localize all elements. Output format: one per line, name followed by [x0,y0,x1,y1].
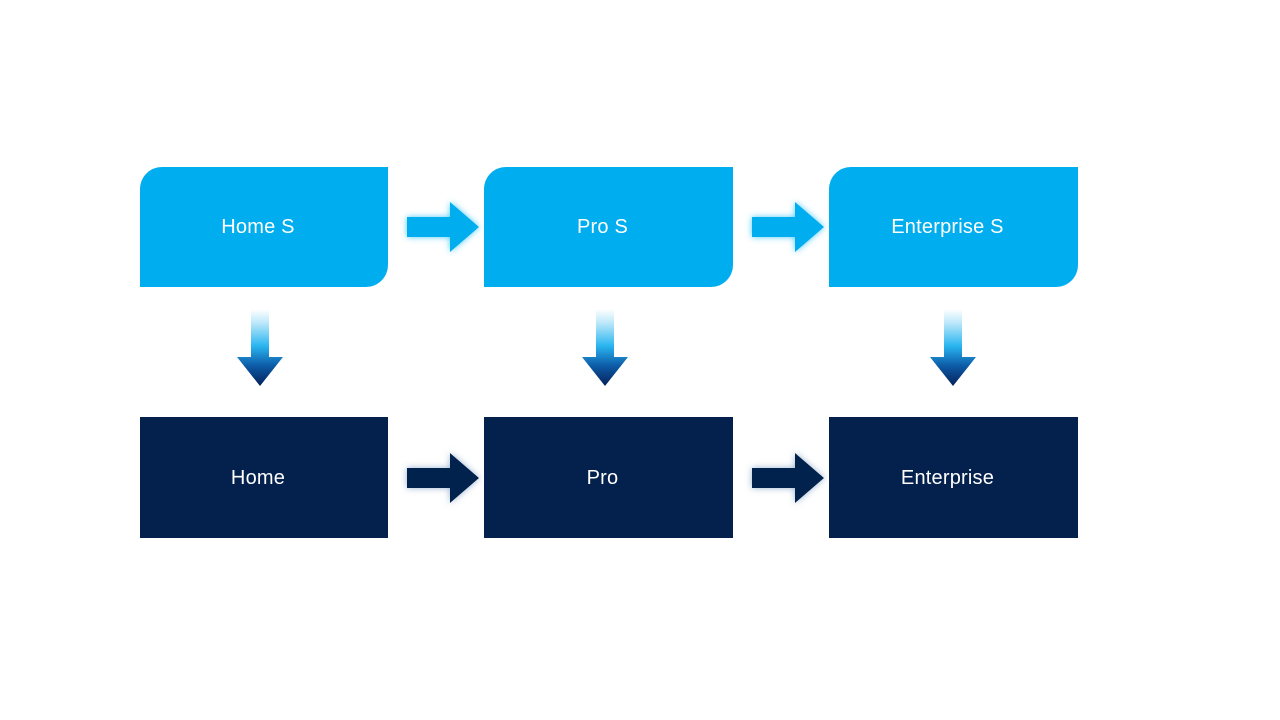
arrow-enterprise-s-to-enterprise [929,309,977,387]
node-label: Enterprise S [891,216,1004,238]
arrow-home-s-to-home [236,309,284,387]
node-enterprise-s[interactable]: Enterprise S [829,167,1078,287]
arrow-pro-s-to-enterprise-s [750,198,826,256]
arrow-pro-s-to-pro [581,309,629,387]
node-label: Pro [586,466,619,489]
node-pro-s[interactable]: Pro S [484,167,733,287]
node-pro[interactable]: Pro [484,417,733,538]
arrow-pro-to-enterprise [750,449,826,507]
node-label: Home S [221,216,295,238]
node-enterprise[interactable]: Enterprise [829,417,1078,538]
node-label: Enterprise [900,466,995,489]
node-home-s[interactable]: Home S [140,167,388,287]
arrow-home-to-pro [405,449,481,507]
node-label: Pro S [576,216,629,238]
node-label: Home [230,466,286,489]
arrow-home-s-to-pro-s [405,198,481,256]
node-home[interactable]: Home [140,417,388,538]
